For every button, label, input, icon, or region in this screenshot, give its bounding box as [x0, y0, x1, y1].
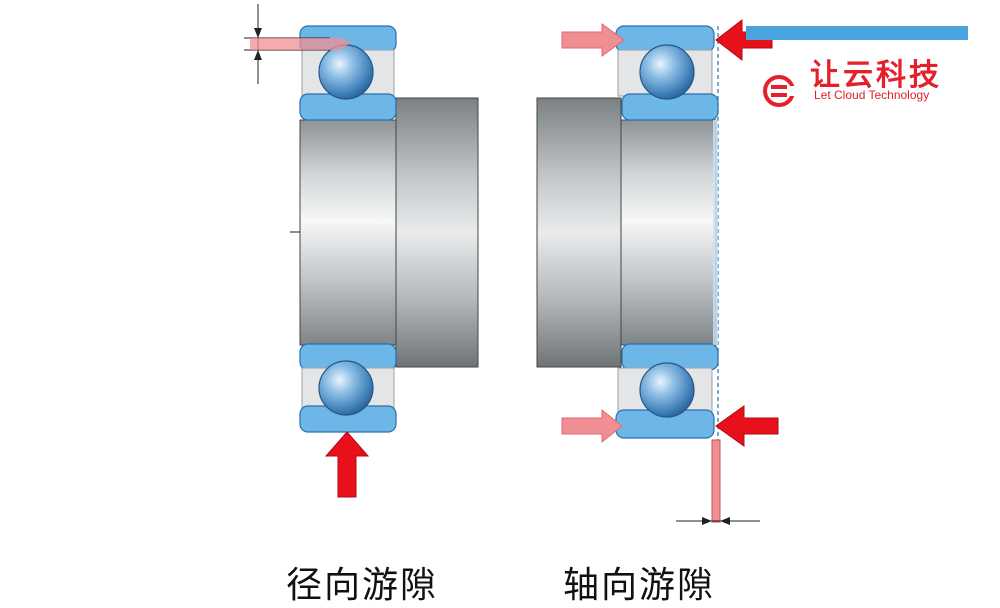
radial-top-ball: [318, 44, 374, 100]
axial-clearance-band: [711, 439, 721, 523]
radial-outer-cylinder: [395, 97, 479, 368]
logo-name-cn: 让云科技: [810, 58, 942, 93]
let-cloud-logo-icon: [763, 75, 796, 107]
logo-name-en: Let Cloud Technology: [814, 88, 930, 102]
axial-top-push-arrow-icon: [561, 23, 625, 57]
radial-dimension-arrow-icon: [254, 28, 262, 38]
axial-top-ball: [639, 44, 695, 100]
axial-bottom-ball: [639, 362, 695, 418]
axial-bearing: [536, 18, 779, 525]
radial-clearance-band: [250, 38, 352, 50]
axial-bottom-force-arrow-icon: [715, 405, 779, 447]
axial-dimension-arrow-icon: [702, 517, 712, 525]
axial-clearance-caption: 轴向游隙: [563, 565, 716, 606]
radial-force-arrow-icon: [324, 431, 370, 498]
axial-inner-cylinder: [620, 119, 717, 346]
axial-bottom-push-arrow-icon: [561, 408, 623, 444]
radial-bottom-ball: [318, 360, 374, 416]
radial-clearance-caption: 径向游隙: [286, 565, 439, 606]
axial-top-force-arrow-icon: [715, 18, 773, 62]
company-logo: 让云科技 Let Cloud Technology: [746, 26, 968, 107]
radial-bearing: [244, 4, 479, 498]
logo-accent-bar: [746, 26, 968, 40]
axial-outer-cylinder: [536, 97, 622, 368]
radial-inner-cylinder: [299, 119, 397, 346]
